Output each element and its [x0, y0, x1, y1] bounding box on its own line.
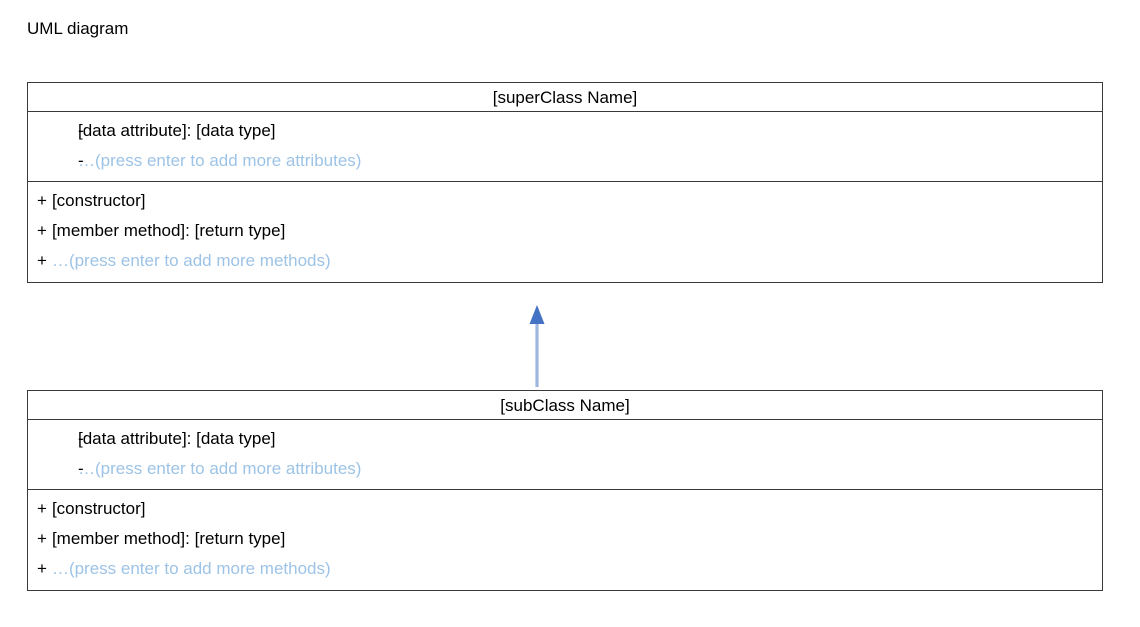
- attributes-section-subclass: -[data attribute]: [data type] -…(press …: [28, 420, 1102, 490]
- attributes-section-superclass: -[data attribute]: [data type] -…(press …: [28, 112, 1102, 182]
- methods-section-superclass: +[constructor] +[member method]: [return…: [28, 182, 1102, 282]
- methods-section-subclass: +[constructor] +[member method]: [return…: [28, 490, 1102, 590]
- method-text[interactable]: [constructor]: [51, 191, 146, 210]
- method-visibility-sign: +: [37, 499, 47, 518]
- attribute-bullet: -: [78, 151, 84, 170]
- attribute-bullet: -: [78, 429, 84, 448]
- method-placeholder-text[interactable]: …(press enter to add more methods): [51, 559, 331, 578]
- class-name-subclass[interactable]: [subClass Name]: [28, 391, 1102, 420]
- attribute-bullet: -: [78, 459, 84, 478]
- method-placeholder-text[interactable]: …(press enter to add more methods): [51, 251, 331, 270]
- method-visibility-sign: +: [37, 191, 47, 210]
- attribute-text[interactable]: [data attribute]: [data type]: [78, 121, 276, 140]
- method-visibility-sign: +: [37, 559, 47, 578]
- attribute-row[interactable]: -…(press enter to add more attributes): [28, 454, 1102, 484]
- attribute-text[interactable]: [data attribute]: [data type]: [78, 429, 276, 448]
- method-text[interactable]: [member method]: [return type]: [51, 221, 286, 240]
- attribute-placeholder-text[interactable]: …(press enter to add more attributes): [78, 459, 362, 478]
- method-row[interactable]: +[constructor]: [28, 494, 1102, 524]
- uml-class-superclass[interactable]: [superClass Name] -[data attribute]: [da…: [27, 82, 1103, 283]
- attribute-row[interactable]: -[data attribute]: [data type]: [28, 116, 1102, 146]
- method-row[interactable]: +[member method]: [return type]: [28, 524, 1102, 554]
- uml-class-subclass[interactable]: [subClass Name] -[data attribute]: [data…: [27, 390, 1103, 591]
- method-visibility-sign: +: [37, 221, 47, 240]
- method-row[interactable]: +…(press enter to add more methods): [28, 246, 1102, 276]
- attribute-placeholder-text[interactable]: …(press enter to add more attributes): [78, 151, 362, 170]
- method-row[interactable]: +…(press enter to add more methods): [28, 554, 1102, 584]
- method-text[interactable]: [member method]: [return type]: [51, 529, 286, 548]
- method-row[interactable]: +[member method]: [return type]: [28, 216, 1102, 246]
- class-name-superclass[interactable]: [superClass Name]: [28, 83, 1102, 112]
- page-title: UML diagram: [27, 19, 129, 38]
- method-text[interactable]: [constructor]: [51, 499, 146, 518]
- method-row[interactable]: +[constructor]: [28, 186, 1102, 216]
- attribute-row[interactable]: -…(press enter to add more attributes): [28, 146, 1102, 176]
- attribute-row[interactable]: -[data attribute]: [data type]: [28, 424, 1102, 454]
- method-visibility-sign: +: [37, 529, 47, 548]
- method-visibility-sign: +: [37, 251, 47, 270]
- generalization-arrow-icon: [529, 305, 545, 387]
- attribute-bullet: -: [78, 121, 84, 140]
